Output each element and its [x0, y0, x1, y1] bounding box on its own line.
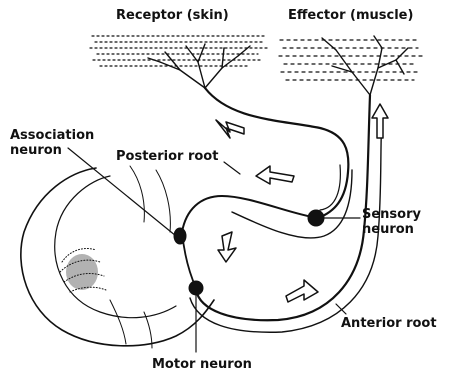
sensory-neuron-body — [308, 210, 324, 226]
association-label-line2: neuron — [10, 143, 94, 158]
effector-label: Effector (muscle) — [288, 8, 413, 23]
arrow-up-muscle — [372, 104, 388, 138]
sensory-label-line1: Sensory — [362, 207, 421, 222]
arrow-down-skin — [216, 120, 244, 138]
posterior-root-pointer — [224, 162, 240, 174]
neuron-bodies — [174, 210, 324, 295]
gray-matter-fill — [66, 254, 98, 290]
sensory-fiber — [205, 88, 348, 218]
posterior-root-label: Posterior root — [116, 149, 218, 164]
spinal-cord-segments — [110, 166, 170, 348]
motor-neuron-label: Motor neuron — [152, 357, 252, 372]
sensory-neuron-label: Sensory neuron — [362, 207, 421, 237]
muscle-tissue — [279, 40, 422, 80]
arrow-right-motor — [286, 280, 318, 302]
anterior-root-label: Anterior root — [341, 316, 437, 331]
receptor-label: Receptor (skin) — [116, 8, 229, 23]
motor-fiber-sheath — [190, 112, 382, 332]
sensory-root-fiber — [182, 196, 318, 232]
skin-tissue — [90, 36, 268, 66]
impulse-arrows — [216, 104, 388, 302]
association-neuron-label: Association neuron — [10, 128, 94, 158]
sensory-label-line2: neuron — [362, 222, 421, 237]
arrow-down-cord — [218, 232, 236, 262]
arrow-left-root — [256, 166, 294, 184]
effector-endings — [322, 36, 408, 95]
motor-neuron-body — [189, 281, 203, 295]
association-neuron-body — [174, 228, 186, 244]
association-label-line1: Association — [10, 128, 94, 143]
spinal-cord-inner — [55, 176, 176, 318]
